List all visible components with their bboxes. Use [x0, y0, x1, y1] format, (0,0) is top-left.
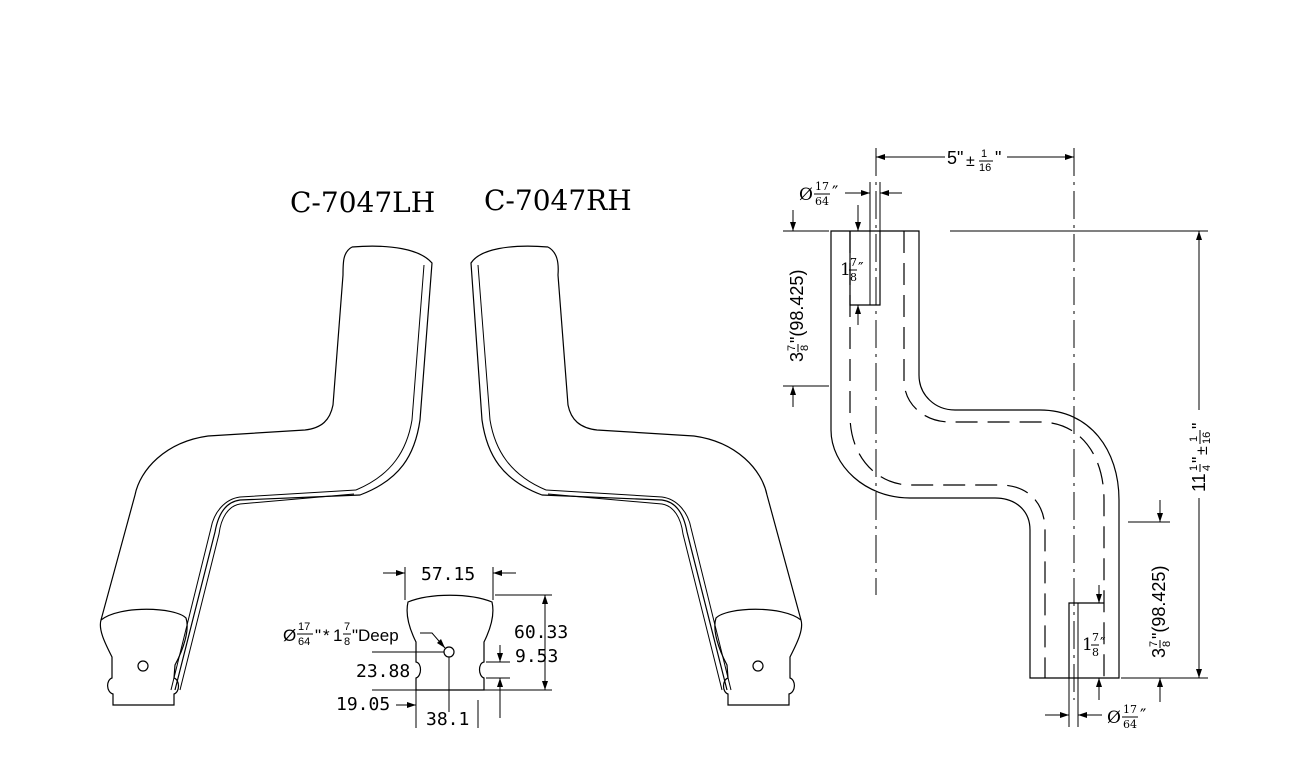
- profile-hole-note: Ø: [283, 626, 296, 645]
- top-hole-depth-unit: ″: [858, 259, 864, 277]
- top-hole-dia-symbol: Ø: [799, 185, 813, 205]
- top-hole-dia-den: 64: [815, 195, 829, 208]
- offset-dim-tol-den: 16: [979, 162, 991, 174]
- bottom-hole-depth-num: 7: [1092, 631, 1099, 644]
- offset-dim-suffix: ": [995, 148, 1001, 168]
- profile-width-dim: 57.15: [421, 564, 475, 585]
- hole-note-depth-whole: 1: [333, 626, 342, 645]
- offset-dim-value: 5": [947, 148, 963, 168]
- hole-note-depth-den: 8: [344, 636, 350, 648]
- overall-height-tol-unit: ": [1189, 423, 1209, 429]
- top-hole-depth-num: 7: [850, 256, 857, 269]
- lh-fitting-view: [99, 245, 433, 706]
- offset-dim-pm: ±: [966, 153, 975, 170]
- rail-profile-section: 57.15 60.33 9.53 23.88 19.05 38.1 Ø: [283, 564, 568, 730]
- bottom-hole-dia-num: 17: [1123, 703, 1137, 716]
- bottom-hole-dia-den: 64: [1123, 718, 1137, 731]
- overall-height-tol-den: 16: [1201, 432, 1213, 444]
- hole-note-dia-symbol: Ø: [283, 626, 296, 645]
- bottom-leg-len-num: 7: [1148, 641, 1160, 647]
- top-hole-depth-whole: 1: [840, 260, 851, 280]
- label-c7047rh: C-7047RH: [484, 184, 632, 217]
- bottom-hole-dia-unit: ″: [1140, 706, 1146, 726]
- hole-note-dia-num: 17: [298, 621, 310, 633]
- plan-view: 5" ± 1 16 " Ø 17 64 ″ 1 7 8 ″: [783, 148, 1213, 731]
- hole-note-inch: ": [315, 626, 321, 645]
- bottom-hole-depth-unit: ″: [1100, 634, 1106, 652]
- hole-note-times: *: [323, 626, 330, 645]
- profile-base-width-dim: 38.1: [426, 709, 469, 730]
- label-c7047lh: C-7047LH: [290, 186, 435, 219]
- bottom-hole-dia-symbol: Ø: [1107, 708, 1121, 728]
- offset-dim-tol-num: 1: [981, 148, 987, 160]
- top-hole-dia-unit: ″: [832, 183, 838, 203]
- overall-height-unit: ": [1189, 457, 1209, 463]
- rh-fitting-view: [470, 245, 803, 706]
- profile-hole-height-dim: 23.88: [356, 661, 410, 682]
- profile-height-dim: 60.33: [514, 622, 568, 643]
- overall-height-den: 4: [1201, 465, 1213, 471]
- top-hole-depth-den: 8: [850, 271, 857, 284]
- overall-height-tol-num: 1: [1188, 436, 1200, 442]
- bottom-hole-depth-whole: 1: [1082, 635, 1093, 655]
- bottom-leg-len-whole: 3: [1149, 648, 1169, 658]
- hole-note-dia-den: 64: [298, 636, 310, 648]
- profile-recess-dim: 9.53: [515, 646, 558, 667]
- bottom-leg-len-den: 8: [1161, 641, 1173, 647]
- overall-height-whole: 11: [1189, 473, 1209, 492]
- overall-height-num: 1: [1188, 465, 1200, 471]
- top-leg-len-den: 8: [799, 345, 811, 351]
- bottom-leg-len-text: "(98.425): [1149, 566, 1169, 639]
- profile-base-step-dim: 19.05: [336, 694, 390, 715]
- top-leg-len-text: "(98.425): [787, 270, 807, 343]
- overall-height-pm: ±: [1194, 446, 1211, 455]
- hole-note-depth-num: 7: [344, 621, 350, 633]
- bottom-hole-depth-den: 8: [1092, 646, 1099, 659]
- top-leg-len-whole: 3: [787, 352, 807, 362]
- hole-note-deep: "Deep: [352, 626, 399, 645]
- top-leg-len-num: 7: [786, 345, 798, 351]
- top-hole-dia-num: 17: [815, 180, 829, 193]
